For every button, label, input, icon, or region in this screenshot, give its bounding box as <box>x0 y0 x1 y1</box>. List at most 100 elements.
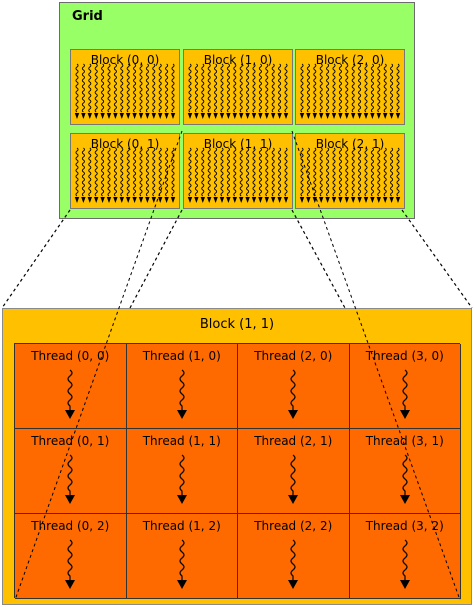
grid-block: Block (2, 0) <box>295 49 405 125</box>
thread-wave <box>75 63 79 113</box>
wavy-arrows-icon <box>187 63 289 119</box>
thread-arrowhead <box>194 113 199 119</box>
thread-wave <box>107 147 111 197</box>
thread-wave <box>358 147 362 197</box>
thread-label: Thread (1, 0) <box>142 349 221 363</box>
thread-arrowhead <box>87 197 92 203</box>
thread-arrowhead <box>226 197 231 203</box>
thread-wave <box>165 63 169 113</box>
grid-title: Grid <box>72 9 103 24</box>
thread-wave <box>396 63 400 113</box>
block-thread-arrows <box>186 140 290 206</box>
thread-label: Thread (0, 2) <box>31 519 110 533</box>
grid-block: Block (0, 0) <box>70 49 180 125</box>
thread-arrowhead <box>151 113 156 119</box>
thread-arrowhead <box>106 197 112 203</box>
thread-cell: Thread (3, 2) <box>349 514 461 599</box>
grid-block: Block (1, 1) <box>183 133 293 209</box>
thread-label: Thread (3, 1) <box>365 434 444 448</box>
thread-cell: Thread (2, 2) <box>238 514 350 599</box>
grid-block: Block (1, 0) <box>183 49 293 125</box>
thread-wave <box>120 147 124 197</box>
thread-arrowhead <box>389 113 394 119</box>
thread-wave <box>265 147 269 197</box>
thread-arrowhead <box>87 113 92 119</box>
wavy-arrow-down-icon <box>397 368 413 420</box>
thread-wave <box>113 63 117 113</box>
thread-wave <box>364 147 368 197</box>
thread-wave <box>390 63 394 113</box>
thread-arrowhead <box>363 113 369 119</box>
wavy-arrows-icon <box>187 147 289 203</box>
thread-arrowhead <box>271 197 276 203</box>
thread-wave <box>113 147 117 197</box>
thread-wave <box>300 147 304 197</box>
thread-table: Thread (0, 0) Thread (1, 0) Thread (2, 0) T… <box>14 343 461 599</box>
block-label: Block (0, 0) <box>90 53 160 67</box>
thread-wave <box>370 63 374 113</box>
thread-arrowhead <box>319 197 324 203</box>
thread-label: Thread (0, 0) <box>31 349 110 363</box>
thread-wave <box>126 63 130 113</box>
thread-cell: Thread (2, 0) <box>238 344 350 429</box>
thread-arrowhead <box>239 197 244 203</box>
thread-wave <box>145 63 149 113</box>
thread-arrowhead <box>299 197 305 203</box>
thread-arrowhead <box>187 197 193 203</box>
thread-wave <box>351 147 355 197</box>
thread-wave <box>207 147 211 197</box>
thread-arrowhead <box>357 113 362 119</box>
thread-arrowhead <box>264 113 269 119</box>
thread-wave <box>284 63 288 113</box>
thread-arrowhead <box>106 113 112 119</box>
thread-wave <box>313 63 317 113</box>
thread-arrowhead <box>306 197 311 203</box>
thread-arrowhead <box>81 113 86 119</box>
thread-wave <box>358 63 362 113</box>
thread-arrowhead <box>251 197 257 203</box>
thread-arrowhead <box>338 197 343 203</box>
thread-arrowhead <box>100 113 105 119</box>
connector-line <box>129 209 183 309</box>
thread-wave <box>390 147 394 197</box>
thread-wave <box>201 63 205 113</box>
wavy-arrow-down-icon <box>285 538 301 590</box>
thread-wave <box>194 63 198 113</box>
thread-wave <box>258 147 262 197</box>
thread-label: Thread (2, 2) <box>254 519 333 533</box>
thread-arrowhead <box>239 113 244 119</box>
thread-wave <box>239 63 243 113</box>
thread-arrowhead <box>219 197 225 203</box>
thread-wave <box>326 63 330 113</box>
block-thread-arrows <box>298 56 402 122</box>
thread-wave <box>306 63 310 113</box>
block-detail-panel: Block (1, 1) Thread (0, 0)Thread (1, 0)T… <box>2 308 472 605</box>
thread-wave <box>326 147 330 197</box>
thread-arrowhead <box>74 113 80 119</box>
thread-arrowhead <box>126 113 131 119</box>
thread-wave <box>152 147 156 197</box>
wavy-arrow-down-icon <box>62 368 78 420</box>
thread-arrowhead <box>170 113 176 119</box>
thread-wave <box>120 63 124 113</box>
thread-arrowhead <box>207 197 212 203</box>
wavy-arrow-down-icon <box>174 368 190 420</box>
thread-arrowhead <box>126 197 131 203</box>
thread-wave <box>81 147 85 197</box>
wavy-arrow-down-icon <box>62 453 78 505</box>
thread-wave <box>220 63 224 113</box>
thread-arrowhead <box>338 113 343 119</box>
thread-arrowhead <box>200 113 205 119</box>
thread-wave <box>220 147 224 197</box>
thread-wave <box>332 63 336 113</box>
thread-wave <box>278 63 282 113</box>
thread-arrowhead <box>81 197 86 203</box>
thread-arrowhead <box>331 113 337 119</box>
thread-arrowhead <box>74 197 80 203</box>
thread-arrowhead <box>94 113 99 119</box>
thread-arrowhead <box>132 113 137 119</box>
thread-arrowhead <box>158 197 163 203</box>
thread-wave <box>364 63 368 113</box>
block-label: Block (0, 1) <box>90 137 160 151</box>
thread-arrowhead <box>251 113 257 119</box>
